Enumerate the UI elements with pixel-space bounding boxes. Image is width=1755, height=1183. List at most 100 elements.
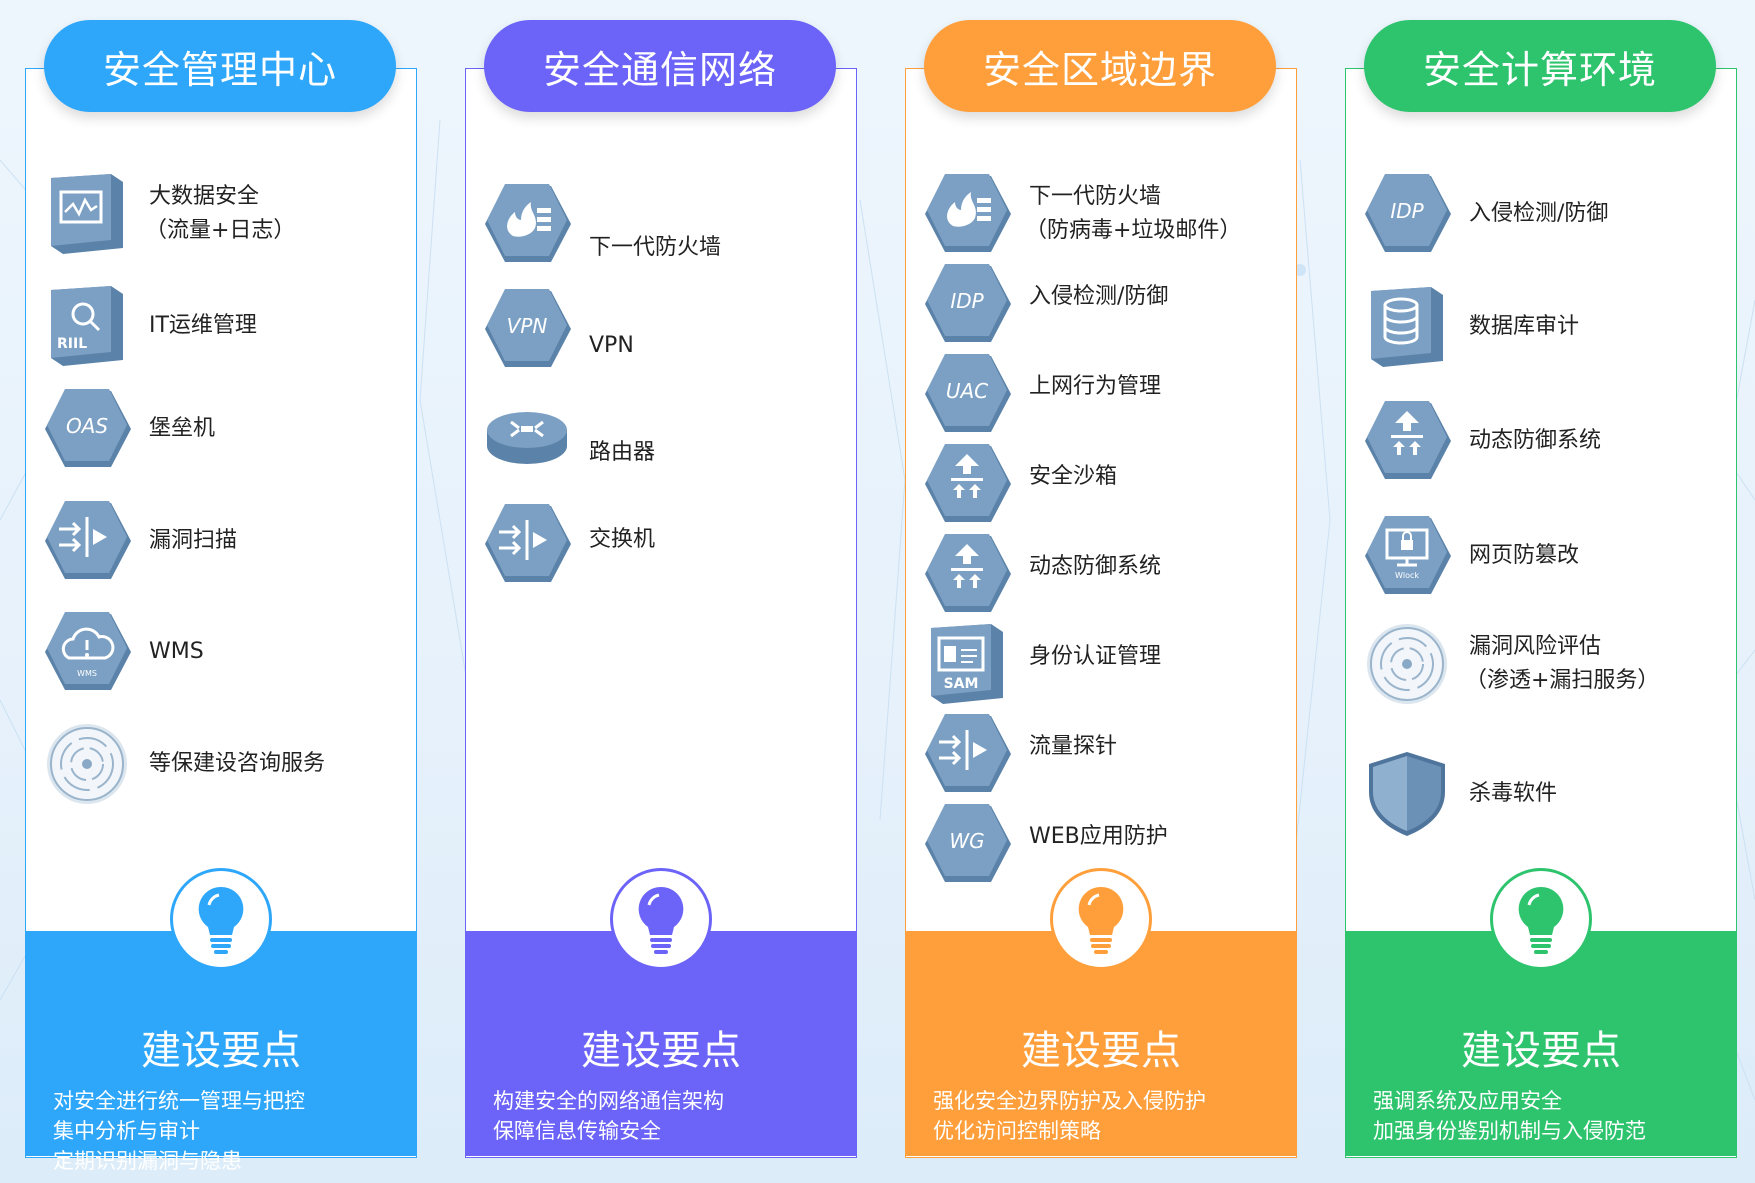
item-label: 大数据安全 （流量+日志） [145, 180, 295, 248]
column-management: 安全管理中心 大数据安全（流量+日志） RIIL IT运维管理 OAS 堡垒机 … [25, 20, 417, 1173]
list-item: 数据库审计 [1361, 281, 1579, 373]
list-item: SAM 身份认证管理 [921, 618, 1161, 710]
database-cube-icon [1361, 281, 1453, 373]
item-label: 数据库审计 [1469, 314, 1580, 339]
list-item: 流量探针 [921, 708, 1117, 800]
list-item: 下一代防火墙 （防病毒+垃圾邮件） [921, 168, 1241, 260]
probe-hex-icon [921, 708, 1013, 800]
item-label: 动态防御系统 [1469, 428, 1602, 453]
svg-text:VPN: VPN [507, 314, 548, 338]
key-points-title: 建设要点 [1021, 1028, 1181, 1074]
key-point: 对安全进行统一管理与把控 [53, 1089, 305, 1113]
key-points-title: 建设要点 [581, 1028, 741, 1074]
flow-arrows-hex-icon [41, 495, 133, 587]
item-label-line: （防病毒+垃圾邮件） [1025, 218, 1242, 243]
key-point: 集中分析与审计 [53, 1119, 200, 1143]
list-item: 漏洞扫描 [41, 495, 237, 587]
list-item: 大数据安全 （流量+日志） [41, 168, 295, 260]
column-network: 安全通信网络 下一代防火墙 VPN VPN 路由器 交换机 建设要点 构建安全的… [465, 20, 857, 1158]
key-points-text: 构建安全的网络通信架构 保障信息传输安全 [493, 1086, 724, 1146]
column-title-pill: 安全通信网络 [484, 20, 836, 112]
key-point: 强化安全边界防护及入侵防护 [933, 1089, 1206, 1113]
defense-hex-icon [1361, 395, 1453, 487]
item-label: WMS [149, 639, 204, 664]
item-label-line: 下一代防火墙 [1029, 184, 1162, 209]
svg-text:UAC: UAC [946, 379, 988, 403]
item-label: 网页防篡改 [1469, 543, 1580, 568]
item-label: 路由器 [589, 440, 656, 465]
column-title-pill: 安全管理中心 [44, 20, 396, 112]
lightbulb-icon [1050, 868, 1152, 970]
item-label: 动态防御系统 [1029, 554, 1162, 579]
list-item: Wlock 网页防篡改 [1361, 510, 1579, 602]
idp-hex-icon: IDP [1361, 168, 1453, 260]
key-point: 加强身份鉴别机制与入侵防范 [1373, 1119, 1646, 1143]
svg-text:SAM: SAM [944, 676, 979, 692]
shield-icon [1361, 748, 1453, 840]
svg-text:IDP: IDP [1390, 199, 1424, 223]
router-icon [481, 390, 573, 482]
item-label-line: （流量+日志） [145, 218, 296, 243]
list-item: 动态防御系统 [921, 528, 1161, 620]
key-point: 优化访问控制策略 [933, 1119, 1101, 1143]
radar-circle-icon [1361, 618, 1453, 710]
item-label: 堡垒机 [149, 416, 216, 441]
item-label: 下一代防火墙 [589, 235, 722, 260]
key-point: 强调系统及应用安全 [1373, 1089, 1562, 1113]
firewall-hex-icon [481, 178, 573, 270]
svg-text:OAS: OAS [66, 414, 108, 438]
lightbulb-icon [170, 868, 272, 970]
item-label: 下一代防火墙 （防病毒+垃圾邮件） [1025, 180, 1241, 248]
key-point: 定期识别漏洞与隐患 [53, 1149, 242, 1173]
key-points-text: 强化安全边界防护及入侵防护 优化访问控制策略 [933, 1086, 1206, 1146]
item-label: 交换机 [589, 527, 656, 552]
column-title-pill: 安全区域边界 [924, 20, 1276, 112]
firewall-hex-icon [921, 168, 1013, 260]
column-title-pill: 安全计算环境 [1364, 20, 1716, 112]
lightbulb-icon [610, 868, 712, 970]
item-label: IT运维管理 [149, 313, 257, 338]
item-label: 入侵检测/防御 [1469, 201, 1609, 226]
list-item: IDP 入侵检测/防御 [921, 258, 1168, 350]
defense-hex-icon [921, 528, 1013, 620]
wg-hex-icon: WG [921, 798, 1013, 890]
item-label: 身份认证管理 [1029, 644, 1162, 669]
key-point: 构建安全的网络通信架构 [493, 1089, 724, 1113]
item-label: 杀毒软件 [1469, 781, 1558, 806]
svg-text:RIIL: RIIL [57, 336, 87, 352]
list-item: RIIL IT运维管理 [41, 280, 257, 372]
item-label-line: 大数据安全 [149, 184, 260, 209]
item-label: VPN [589, 333, 634, 358]
uac-hex-icon: UAC [921, 348, 1013, 440]
list-item: OAS 堡垒机 [41, 383, 215, 475]
list-item: 漏洞风险评估（渗透+漏扫服务） [1361, 618, 1659, 710]
wms-cloud-hex-icon: WMS [41, 606, 133, 698]
item-label: 安全沙箱 [1029, 464, 1118, 489]
item-label: WEB应用防护 [1029, 824, 1168, 849]
list-item: IDP 入侵检测/防御 [1361, 168, 1608, 260]
sam-cube-icon: SAM [921, 618, 1013, 710]
list-item: 动态防御系统 [1361, 395, 1601, 487]
idp-hex-icon: IDP [921, 258, 1013, 350]
vpn-hex-icon: VPN [481, 283, 573, 375]
item-label: 等保建设咨询服务 [149, 751, 326, 776]
list-item: 交换机 [481, 498, 655, 590]
item-label: 上网行为管理 [1029, 374, 1162, 399]
item-label-line: （渗透+漏扫服务） [1465, 668, 1660, 693]
column-boundary: 安全区域边界 下一代防火墙（防病毒+垃圾邮件） IDP 入侵检测/防御 UAC … [905, 20, 1297, 1158]
svg-text:WG: WG [949, 829, 984, 853]
key-points-title: 建设要点 [141, 1028, 301, 1074]
oas-hex-icon: OAS [41, 383, 133, 475]
key-points-text: 强调系统及应用安全 加强身份鉴别机制与入侵防范 [1373, 1086, 1646, 1146]
key-point: 保障信息传输安全 [493, 1119, 661, 1143]
wlock-hex-icon: Wlock [1361, 510, 1453, 602]
list-item: 路由器 [481, 390, 655, 482]
svg-text:Wlock: Wlock [1395, 571, 1419, 580]
key-points-title: 建设要点 [1461, 1028, 1621, 1074]
radar-circle-icon [41, 718, 133, 810]
key-points-text: 对安全进行统一管理与把控 集中分析与审计 定期识别漏洞与隐患 [53, 1086, 305, 1176]
sandbox-hex-icon [921, 438, 1013, 530]
lightbulb-icon [1490, 868, 1592, 970]
switch-hex-icon [481, 498, 573, 590]
list-item: 下一代防火墙 [481, 178, 721, 270]
